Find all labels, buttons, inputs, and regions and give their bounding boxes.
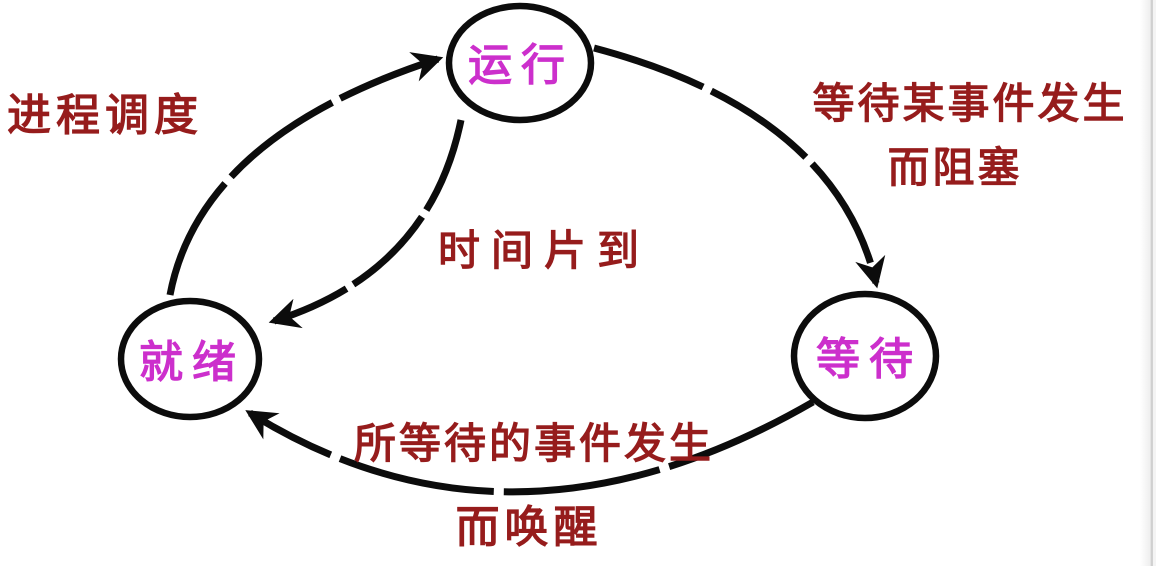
transition-label-schedule: 进程调度 (7, 90, 203, 141)
state-circle-running (445, 2, 595, 124)
transition-label-wakeup-line1: 所等待的事件发生 (353, 419, 715, 468)
transition-arrow-wakeup (245, 398, 815, 496)
state-label-running: 运行 (468, 40, 574, 91)
transition-arrow-timeslice (268, 119, 465, 329)
page-edge-strip (1140, 0, 1156, 566)
state-circle-waiting (790, 290, 940, 422)
state-circle-ready (117, 297, 263, 421)
state-label-ready: 就绪 (139, 337, 245, 388)
transition-label-block-line2: 而阻塞 (887, 143, 1023, 192)
transition-arrow-block (593, 44, 886, 289)
transition-label-block-line1: 等待某事件发生 (812, 79, 1128, 128)
transition-label-timeslice: 时间片到 (437, 226, 651, 275)
transition-label-wakeup-line2: 而唤醒 (455, 502, 603, 553)
transition-arrow-schedule (166, 52, 444, 296)
state-label-waiting: 等待 (816, 334, 922, 385)
